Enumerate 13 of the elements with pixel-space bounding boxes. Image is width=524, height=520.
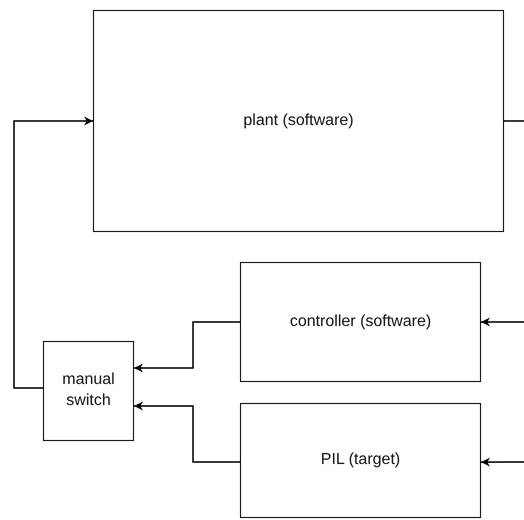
process-box bbox=[43, 341, 134, 441]
arrow bbox=[481, 458, 524, 467]
process-box bbox=[240, 262, 481, 382]
arrow bbox=[13, 116, 93, 389]
box-label: PIL (target) bbox=[320, 450, 402, 470]
box-label: plant (software) bbox=[242, 110, 355, 131]
box-label: manual switch bbox=[61, 370, 116, 411]
arrow bbox=[481, 318, 524, 326]
box-label: controller (software) bbox=[288, 312, 432, 332]
arrow bbox=[134, 321, 240, 372]
process-box bbox=[240, 403, 481, 518]
arrow bbox=[134, 402, 240, 463]
process-box bbox=[93, 10, 504, 232]
